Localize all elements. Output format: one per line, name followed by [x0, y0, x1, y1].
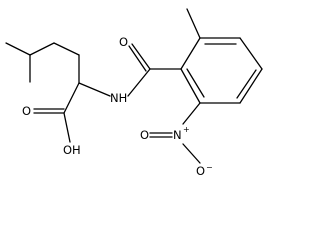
nitro-o-single-bond	[182, 143, 201, 164]
structure-canvas: O NH O OH N + O O −	[5, 8, 263, 178]
amide-nh-label: NH	[110, 91, 127, 105]
nitro-negative-charge: −	[206, 163, 213, 172]
ch2-alpha-bond	[53, 42, 80, 56]
ring-bond-4	[239, 68, 263, 104]
acid-hydroxyl-label: OH	[63, 143, 81, 157]
ring-methyl-bond	[186, 8, 201, 39]
methyl-left-bond	[5, 42, 31, 56]
ring-inner-bond-left	[186, 68, 205, 98]
amide-co-double-bond-1	[131, 43, 151, 70]
nitro-nitrogen-label: N	[173, 128, 182, 142]
molecule-structure: O NH O OH N + O O −	[5, 8, 263, 178]
ring-nitro-bond	[182, 102, 201, 125]
nh-carbonyl-bond	[127, 68, 151, 97]
ring-bond-6	[180, 68, 201, 104]
acid-oxygen-label: O	[22, 104, 31, 118]
nitro-oxygen-double-label: O	[140, 128, 149, 142]
amide-carbonyl-oxygen-label: O	[119, 35, 128, 49]
carboxyl-oh-bond	[63, 112, 71, 143]
isobutyl-ch-ch2-bond	[29, 42, 55, 56]
ring-inner-bond-right	[236, 69, 257, 99]
ring-bond-1	[180, 37, 201, 70]
amide-co-double-bond-2	[128, 45, 147, 72]
nitro-positive-charge: +	[183, 125, 190, 134]
nitro-oxygen-single-label: O	[196, 164, 205, 178]
alpha-carboxyl-bond	[63, 82, 80, 114]
alpha-nh-bond	[78, 82, 111, 97]
ring-bond-3	[239, 37, 263, 70]
